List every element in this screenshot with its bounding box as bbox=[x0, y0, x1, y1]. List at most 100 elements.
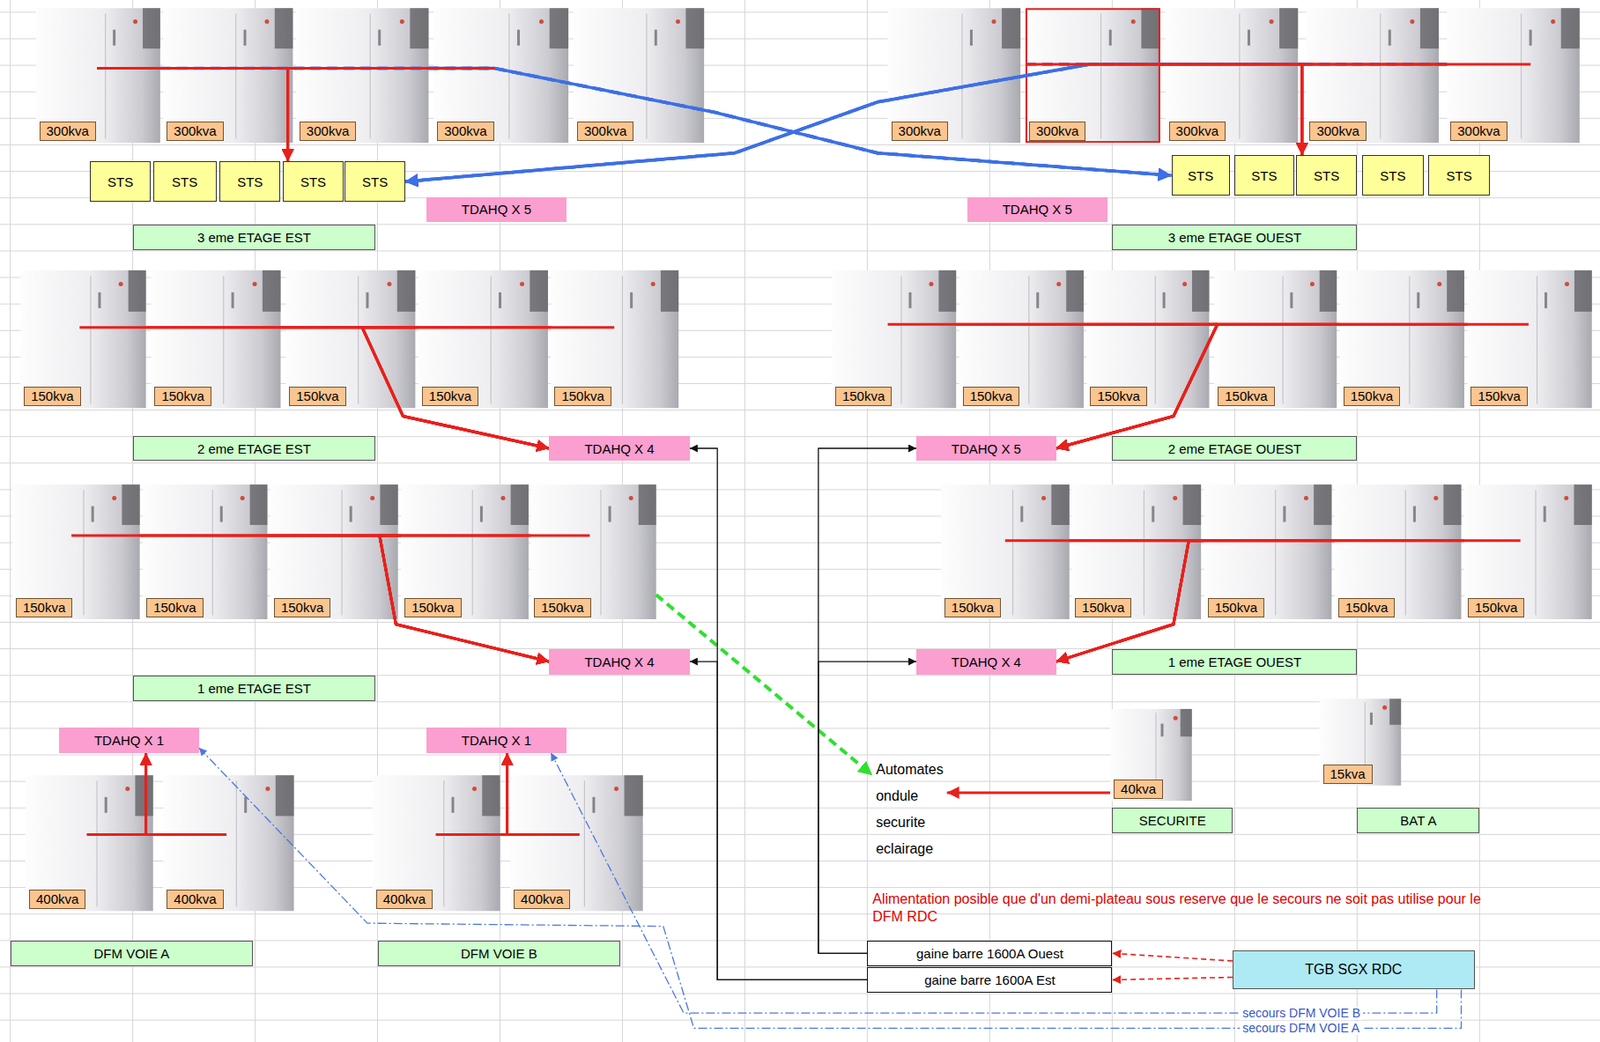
status-light bbox=[519, 281, 525, 287]
connector bbox=[947, 791, 1111, 794]
cabinet-body bbox=[162, 775, 294, 912]
cabinet-body bbox=[1464, 484, 1593, 620]
power-rating: 150kva bbox=[962, 386, 1020, 407]
cabinet-body bbox=[372, 775, 501, 912]
door-handle bbox=[91, 506, 95, 523]
ups-cabinet: 300kva bbox=[573, 7, 704, 143]
cabinet-photo bbox=[959, 270, 1084, 408]
connector bbox=[1056, 324, 1468, 449]
power-rating: 400kva bbox=[166, 889, 223, 910]
connector bbox=[266, 535, 549, 662]
zone-label: SECURITE bbox=[1111, 807, 1233, 834]
zone-label: 1 eme ETAGE OUEST bbox=[1111, 649, 1357, 675]
photo-background bbox=[1066, 270, 1084, 312]
cabinet-photo bbox=[1334, 484, 1462, 620]
door-handle bbox=[629, 292, 633, 309]
ups-cabinet: 150kva bbox=[530, 484, 656, 620]
cabinet-body bbox=[1446, 7, 1580, 143]
connector bbox=[1056, 324, 1341, 449]
sts-box: STS bbox=[89, 161, 151, 202]
door-handle bbox=[1413, 506, 1416, 523]
door-handle bbox=[231, 292, 235, 309]
cabinet-photo bbox=[1214, 270, 1337, 408]
power-rating: 300kva bbox=[166, 121, 223, 141]
connector bbox=[507, 753, 511, 836]
photo-background bbox=[409, 7, 429, 49]
power-rating: 150kva bbox=[288, 386, 346, 407]
connector bbox=[1056, 540, 1205, 662]
ups-cabinet: 150kva bbox=[418, 270, 549, 408]
ups-cabinet: 300kva bbox=[1025, 7, 1161, 143]
ups-cabinet: 400kva bbox=[372, 775, 501, 912]
ups-cabinet: 40kva bbox=[1110, 709, 1193, 801]
connector bbox=[1302, 64, 1447, 156]
status-light bbox=[1131, 19, 1136, 24]
status-light bbox=[1433, 496, 1438, 501]
cabinet-photo bbox=[372, 775, 501, 912]
tdahq-panel: TDAHQ X 1 bbox=[59, 727, 200, 754]
cabinet-photo bbox=[418, 270, 549, 408]
status-light bbox=[125, 786, 130, 792]
cabinet-body bbox=[1110, 709, 1193, 801]
door-seam bbox=[96, 780, 97, 907]
cabinet-photo bbox=[550, 270, 679, 408]
cabinet-body bbox=[510, 775, 644, 912]
cabinet-body bbox=[400, 484, 529, 620]
cabinet-photo bbox=[831, 270, 956, 408]
cabinet-photo bbox=[940, 484, 1070, 620]
status-light bbox=[1563, 496, 1569, 501]
cabinet-body bbox=[418, 270, 549, 408]
cabinet-photo bbox=[1446, 7, 1580, 143]
box-label: STS bbox=[1187, 168, 1214, 184]
cabinet-photo bbox=[1086, 270, 1209, 408]
cabinet-body bbox=[1214, 270, 1337, 408]
connector bbox=[288, 68, 435, 162]
status-light bbox=[1041, 496, 1046, 501]
sts-box: STS bbox=[1428, 155, 1489, 196]
cabinet-body bbox=[1165, 7, 1299, 143]
connector bbox=[689, 661, 868, 980]
connector bbox=[433, 68, 1171, 177]
door-handle bbox=[1247, 29, 1251, 46]
edge-label: secours DFM VOIE B bbox=[1239, 1007, 1363, 1021]
bus-bar bbox=[436, 833, 580, 837]
cabinet-photo bbox=[296, 7, 430, 143]
bus-bar bbox=[1005, 539, 1521, 542]
power-rating: 150kva bbox=[533, 598, 591, 618]
door-handle bbox=[1036, 292, 1039, 309]
connector bbox=[379, 535, 549, 662]
box-label: STS bbox=[1379, 168, 1406, 184]
grid-line bbox=[744, 0, 746, 1042]
sts-box: STS bbox=[1296, 155, 1357, 196]
photo-background bbox=[142, 7, 161, 49]
tdahq-panel: TDAHQ X 5 bbox=[426, 197, 567, 223]
status-light bbox=[1310, 281, 1315, 287]
photo-background bbox=[379, 484, 398, 526]
grid-line bbox=[0, 462, 1600, 464]
door-seam bbox=[82, 489, 84, 615]
cabinet-photo bbox=[1071, 484, 1201, 620]
power-rating: 150kva bbox=[1467, 598, 1525, 618]
photo-background bbox=[1140, 7, 1160, 49]
door-handle bbox=[909, 292, 912, 309]
photo-background bbox=[1192, 270, 1209, 312]
photo-background bbox=[481, 775, 500, 816]
highlight-frame bbox=[1026, 8, 1160, 142]
photo-background bbox=[1561, 7, 1580, 49]
cabinet-body bbox=[285, 270, 415, 408]
box-label: DFM VOIE A bbox=[93, 946, 170, 962]
door-seam bbox=[1534, 489, 1536, 615]
cabinet-body bbox=[270, 484, 399, 620]
door-handle bbox=[349, 506, 353, 523]
cabinet-body bbox=[1305, 7, 1439, 143]
cabinet-body bbox=[36, 7, 161, 143]
photo-background bbox=[1183, 484, 1202, 526]
photo-background bbox=[938, 270, 956, 312]
door-handle bbox=[1161, 724, 1164, 738]
ups-cabinet: 150kva bbox=[1071, 484, 1201, 620]
status-light bbox=[629, 496, 634, 501]
grid-line bbox=[866, 0, 868, 1042]
cabinet-photo bbox=[1305, 7, 1439, 143]
